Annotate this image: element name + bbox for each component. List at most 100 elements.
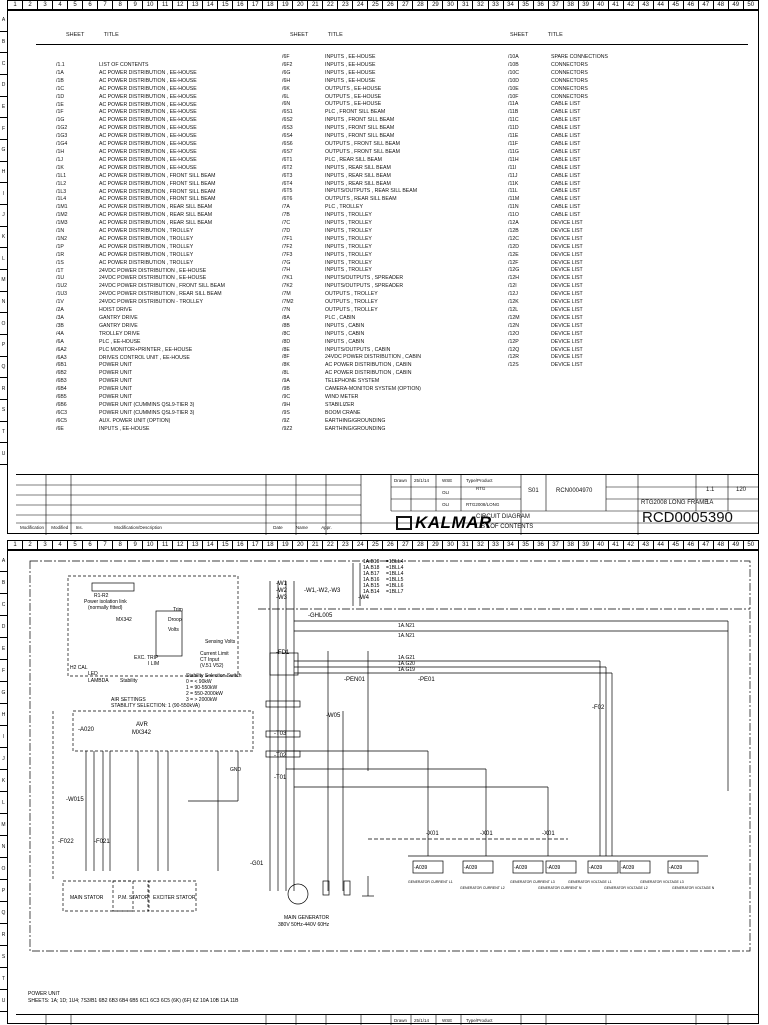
toc-title: INPUTS , EE-HOUSE xyxy=(99,425,150,432)
toc-sheet: /12L xyxy=(508,307,519,313)
ruler-col: 49 xyxy=(729,541,744,549)
toc-title: AC POWER DISTRIBUTION , EE-HOUSE xyxy=(99,101,197,108)
toc-title: OUTPUTS , TROLLEY xyxy=(325,299,378,306)
toc-head-sheet: SHEET xyxy=(290,32,309,38)
toc-sheet: /6A2 xyxy=(56,346,67,353)
ruler-col: 41 xyxy=(609,1,624,9)
toc-title: DEVICE LIST xyxy=(551,346,583,353)
toc-sheet: /9A xyxy=(282,378,290,385)
ruler-col: 37 xyxy=(549,1,564,9)
toc-title: OUTPUTS , TROLLEY xyxy=(325,291,378,298)
ruler-row: U xyxy=(0,443,7,466)
h2-cal-label: H2 CAL xyxy=(70,665,88,671)
w2-label: -W2 xyxy=(276,588,288,594)
toc-title: INPUTS , CABIN xyxy=(325,338,365,345)
bell-ref-4: =1BLL5 xyxy=(386,577,404,583)
toc-sheet: /6B4 xyxy=(56,386,67,393)
toc-title: CABLE LIST xyxy=(551,101,581,108)
toc-sheet: /1.1 xyxy=(56,62,65,68)
ruler-col: 32 xyxy=(473,1,489,9)
ruler-col: 9 xyxy=(128,1,144,9)
ruler-col: 37 xyxy=(549,541,564,549)
toc-title: OUTPUTS , EE-HOUSE xyxy=(325,85,382,92)
toc-sheet: /11O xyxy=(508,212,519,219)
ruler-col: 31 xyxy=(458,541,474,549)
a039-label-3: -A039 xyxy=(514,865,528,871)
toc-title: OUTPUTS , TROLLEY xyxy=(325,307,378,313)
pe01-label: -PE01 xyxy=(418,677,435,683)
g01-label: -G01 xyxy=(250,861,264,867)
ruler-col: 43 xyxy=(639,1,654,9)
toc-title: DRIVES CONTROL UNIT , EE-HOUSE xyxy=(99,354,190,361)
toc-sheet: /6B1 xyxy=(56,362,67,369)
toc-title: OUTPUTS , EE-HOUSE xyxy=(325,101,382,108)
toc-title: AUX. POWER UNIT (OPTION) xyxy=(99,417,171,424)
toc-title: CONNECTORS xyxy=(551,93,588,100)
toc-title: CABLE LIST xyxy=(551,180,581,187)
ruler-col: 2 xyxy=(23,541,39,549)
toc-sheet: /1F xyxy=(56,109,64,116)
drawn-label-2: Drawn xyxy=(394,1018,408,1023)
f022-label: -F022 xyxy=(58,839,74,845)
r1-r2-label: R1-R2 xyxy=(94,593,109,599)
ruler-col: 5 xyxy=(68,541,84,549)
toc-sheet: /1V xyxy=(56,299,64,306)
toc-sheet: /7H xyxy=(282,267,291,274)
toc-sheet: /12M xyxy=(508,314,520,321)
a039-label-7: -A039 xyxy=(669,865,683,871)
kalmar-logo-icon xyxy=(396,516,412,530)
toc-title: INPUTS , REAR SILL BEAM xyxy=(325,180,391,187)
ruler-row: R xyxy=(0,924,7,946)
pm-stator-label: P.M. STATOR xyxy=(118,895,149,901)
g19-label: 1A.G19 xyxy=(398,667,415,673)
ruler-row: O xyxy=(0,858,7,880)
toc-sheet: /6B5 xyxy=(56,394,67,401)
ruler-col: 1 xyxy=(8,1,24,9)
ruler-col: 50 xyxy=(747,2,755,8)
toc-sheet: /10C xyxy=(508,69,519,76)
toc-title: DEVICE LIST xyxy=(551,243,583,250)
ruler-col: 7 xyxy=(98,541,114,549)
toc-sheet: /1H xyxy=(56,148,65,155)
toc-sheet: /1A xyxy=(56,69,64,76)
a039-label-4: -A039 xyxy=(547,865,561,871)
drawn-date-2: 25/1/14 xyxy=(414,1018,430,1023)
gen-label-4: GENERATOR CURRENT N xyxy=(538,886,582,890)
toc-title: AC POWER DISTRIBUTION , FRONT SILL BEAM xyxy=(99,180,216,187)
ruler-col: 20 xyxy=(293,1,309,9)
toc-sheet: /1G2 xyxy=(56,125,68,132)
toc-header-rule xyxy=(36,44,748,45)
doc-title-1: CIRCUIT DIAGRAM xyxy=(476,514,530,520)
toc-title: AC POWER DISTRIBUTION , FRONT SILL BEAM xyxy=(99,172,216,179)
toc-sheet: /6S6 xyxy=(282,140,293,147)
stab-opt-2: 2 = 550-2000kW xyxy=(186,691,223,697)
toc-title: WIND METER xyxy=(325,393,359,400)
ruler-row: H xyxy=(0,704,7,726)
toc-title: AC POWER DISTRIBUTION , EE-HOUSE xyxy=(99,125,197,132)
gen-label-6: GENERATOR VOLTAGE L2 xyxy=(604,886,648,890)
stability-switch-label: Stability Selection Switch xyxy=(186,673,242,679)
toc-sheet: /9Z xyxy=(282,417,290,424)
toc-sheet: /1M2 xyxy=(56,212,68,219)
